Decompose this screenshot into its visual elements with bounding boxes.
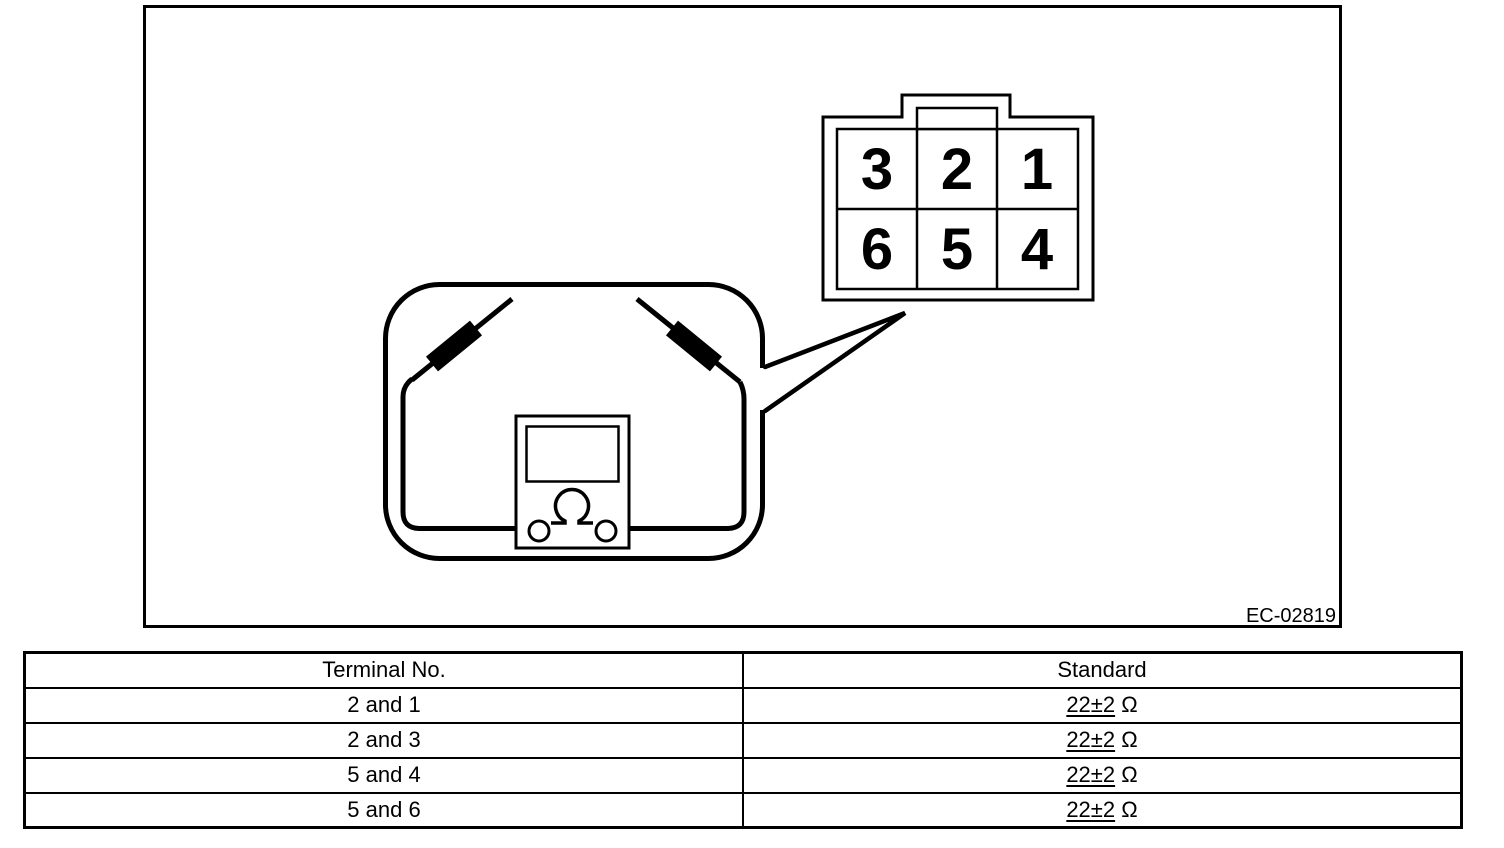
standard-unit: Ω	[1121, 796, 1138, 822]
omega-icon	[551, 487, 593, 525]
standard-cell: 22±2 Ω	[742, 686, 1463, 724]
pin-1: 1	[1021, 137, 1053, 202]
callout-pointer	[762, 310, 907, 414]
table-header-row: Terminal No. Standard	[23, 651, 1463, 689]
pin-2: 2	[941, 137, 973, 202]
standard-unit: Ω	[1121, 692, 1138, 717]
standards-table: Terminal No. Standard 2 and 1 22±2 Ω 2 a…	[23, 651, 1463, 829]
standard-header: Standard	[742, 651, 1463, 689]
table-row: 2 and 1 22±2 Ω	[23, 686, 1463, 724]
pin-5: 5	[941, 217, 973, 282]
terminal-cell: 5 and 4	[23, 756, 744, 794]
table-row: 5 and 6 22±2 Ω	[23, 791, 1463, 829]
standard-unit: Ω	[1121, 762, 1138, 787]
connector-key	[915, 106, 999, 131]
meter-terminal-right	[594, 519, 618, 543]
pin-6: 6	[861, 217, 893, 282]
standard-cell: 22±2 Ω	[742, 721, 1463, 759]
meter-display	[525, 425, 620, 483]
standard-cell: 22±2 Ω	[742, 756, 1463, 794]
connector-pinout: 3 2 1 6 5 4	[821, 93, 1095, 302]
meter-terminal-left	[527, 519, 551, 543]
terminal-cell: 2 and 1	[23, 686, 744, 724]
meter-wires	[400, 377, 747, 531]
standard-unit: Ω	[1121, 727, 1138, 752]
terminal-cell: 2 and 3	[23, 721, 744, 759]
figure-number-label: EC-02819	[1246, 605, 1336, 627]
standard-value: 22±2	[1066, 692, 1116, 717]
pin-4: 4	[1021, 217, 1053, 282]
terminal-no-header: Terminal No.	[23, 651, 744, 689]
standard-value: 22±2	[1066, 796, 1116, 822]
multimeter-icon	[514, 414, 631, 550]
test-probe-left-icon	[410, 297, 514, 382]
standard-value: 22±2	[1066, 762, 1116, 787]
table-row: 2 and 3 22±2 Ω	[23, 721, 1463, 759]
standard-cell: 22±2 Ω	[742, 791, 1463, 829]
test-probe-right-icon	[635, 297, 742, 384]
standard-value: 22±2	[1066, 727, 1116, 752]
pin-3: 3	[861, 137, 893, 202]
table-row: 5 and 4 22±2 Ω	[23, 756, 1463, 794]
terminal-cell: 5 and 6	[23, 791, 744, 829]
